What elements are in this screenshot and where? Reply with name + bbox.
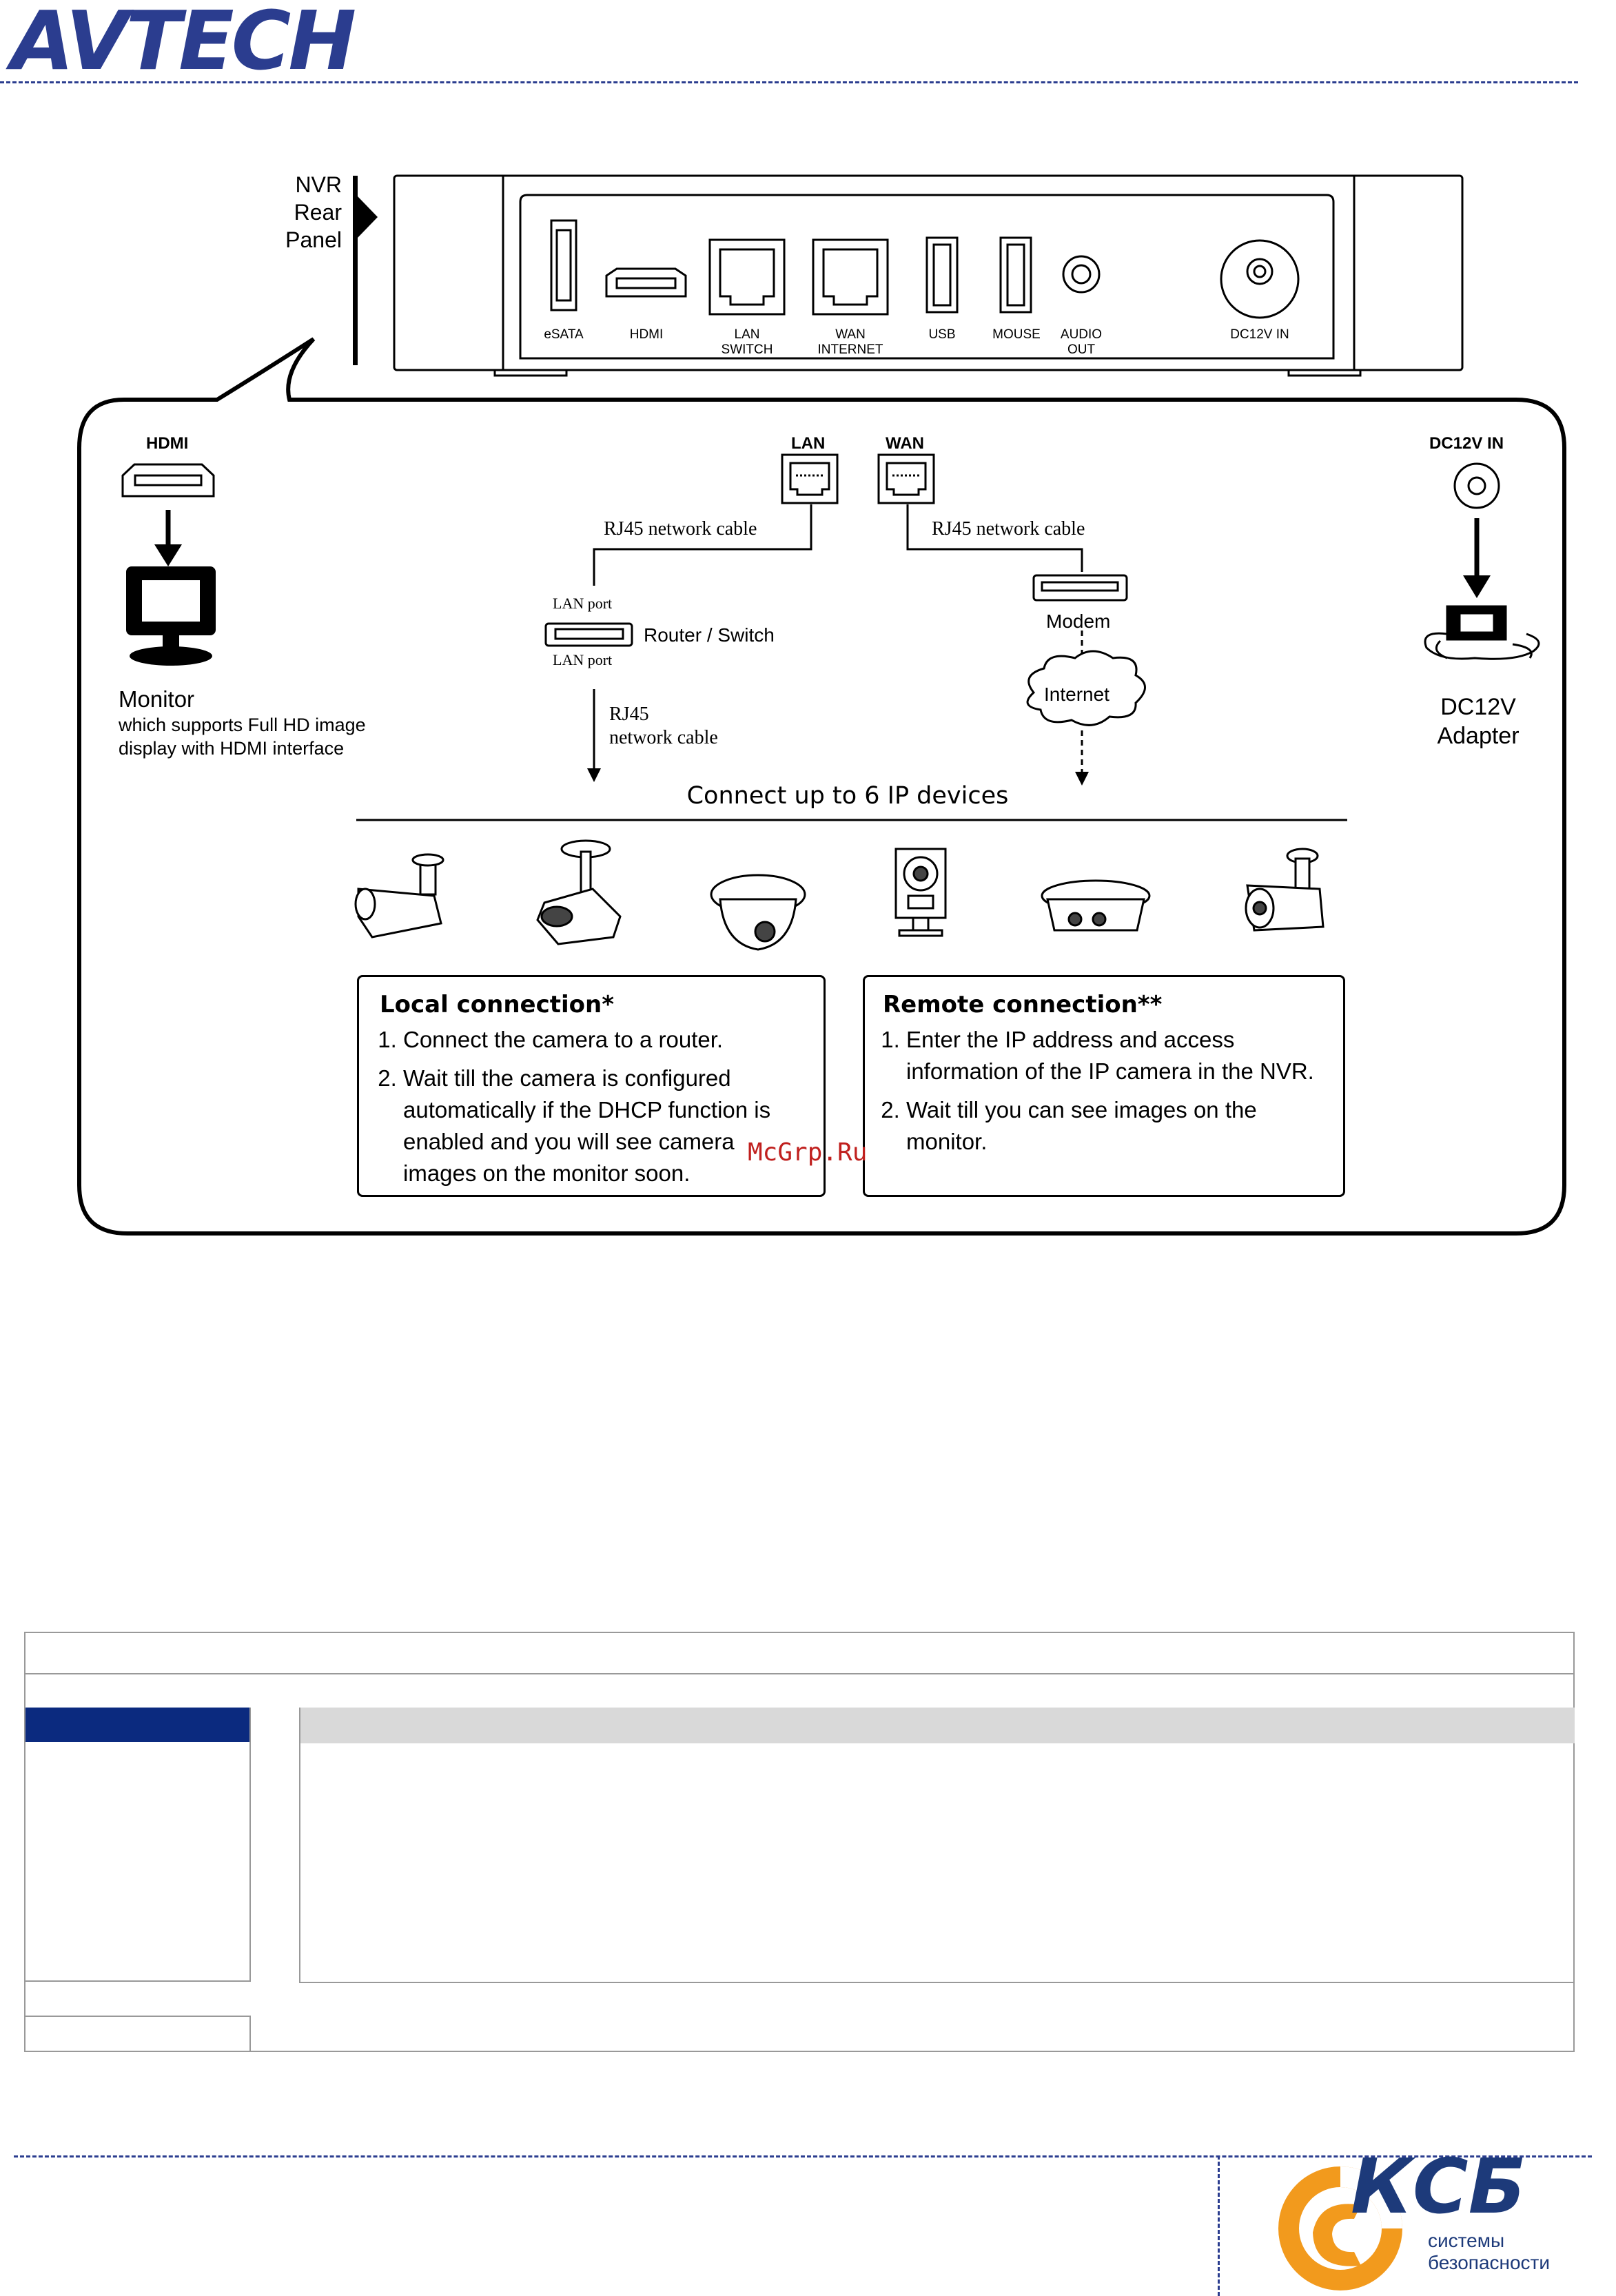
dc-jack-icon — [1453, 462, 1500, 509]
remote-connection-title: Remote connection** — [883, 991, 1163, 1018]
rj45-cable-right-label: RJ45 network cable — [932, 518, 1085, 540]
table-highlight-cell — [25, 1708, 249, 1742]
router-switch-label: Router / Switch — [644, 624, 775, 646]
lan-label: LAN — [791, 434, 826, 453]
wan-port-icon — [812, 238, 889, 316]
port-label-hdmi: HDMI — [629, 327, 664, 342]
remote-connection-steps: Enter the IP address and access informat… — [883, 1024, 1328, 1158]
remote-connection-step: Wait till you can see images on the moni… — [906, 1094, 1328, 1158]
rear-panel-caption-line: NVR — [295, 172, 342, 197]
internet-cloud-icon — [1026, 650, 1146, 726]
lan-port-top-label: LAN port — [553, 595, 613, 612]
cube-camera-icon — [894, 848, 947, 937]
local-connection-step: Connect the camera to a router. — [403, 1024, 806, 1056]
monitor-icon — [126, 566, 216, 666]
port-label-mouse: MOUSE — [992, 327, 1041, 342]
ksb-logo-text: КСБ — [1351, 2142, 1526, 2231]
local-connection-box: Local connection* Connect the camera to … — [357, 975, 826, 1197]
monitor-description: which supports Full HD image display wit… — [119, 715, 366, 759]
rear-panel-caption-line: Rear — [294, 200, 342, 225]
connect-devices-label: Connect up to 6 IP devices — [686, 782, 1009, 810]
modem-icon — [1032, 574, 1128, 602]
hdmi-label: HDMI — [146, 434, 189, 453]
wall-bullet-camera-icon — [1245, 848, 1324, 932]
rj45-down-label-line1: RJ45 — [609, 704, 649, 725]
remote-connection-box: Remote connection** Enter the IP address… — [863, 975, 1345, 1197]
table-header-band — [300, 1708, 1575, 1743]
port-label-audio-out: AUDIO OUT — [1060, 327, 1103, 357]
esata-port-icon — [550, 219, 577, 311]
footer-divider — [14, 2155, 1592, 2157]
table-footer-cell — [24, 2016, 251, 2052]
adapter-label-line2: Adapter — [1437, 723, 1520, 749]
arrow-down-icon — [1075, 772, 1089, 786]
dome-camera-icon — [710, 874, 806, 951]
arrow-down-icon — [1463, 575, 1491, 598]
connection-diagram — [77, 174, 1566, 1236]
hdmi-plug-icon — [121, 463, 215, 498]
mouse-port-icon — [999, 236, 1032, 314]
port-label-wan-internet: WAN INTERNET — [817, 327, 883, 357]
hdmi-port-icon — [605, 267, 687, 298]
local-connection-title: Local connection* — [380, 991, 614, 1018]
table-frame — [24, 1632, 1575, 2052]
watermark: McGrp.Ru — [748, 1138, 868, 1167]
rj45-cable-left-label: RJ45 network cable — [604, 518, 757, 540]
adapter-label-line1: DC12V — [1440, 694, 1516, 720]
footer-vertical-divider — [1218, 2155, 1220, 2296]
port-label-esata: eSATA — [544, 327, 584, 342]
port-label-usb: USB — [928, 327, 956, 342]
monitor-title: Monitor — [119, 686, 195, 712]
lan-cable — [593, 504, 812, 586]
ceiling-dome-camera-icon — [1041, 879, 1151, 932]
internet-label: Internet — [1044, 684, 1109, 705]
modem-label: Modem — [1046, 611, 1111, 632]
port-label-dc12v-in: DC12V IN — [1230, 327, 1289, 342]
lan-jack-icon — [781, 453, 839, 504]
ksb-tagline-1: системы — [1428, 2230, 1505, 2251]
lan-port-icon — [708, 238, 786, 316]
header-divider — [0, 81, 1578, 83]
router-switch-icon — [544, 622, 633, 647]
arrow-down-icon — [587, 768, 601, 782]
wan-cable — [906, 504, 1083, 572]
bullet-camera-icon — [354, 853, 444, 939]
port-label-lan-switch: LAN SWITCH — [721, 327, 773, 357]
lan-port-bottom-label: LAN port — [553, 651, 613, 668]
rear-panel-caption-line: Panel — [285, 227, 342, 252]
remote-connection-step: Enter the IP address and access informat… — [906, 1024, 1328, 1087]
usb-port-icon — [925, 236, 959, 314]
arrow-down-icon — [154, 544, 182, 566]
callout-bubble — [77, 337, 1566, 1236]
avtech-logo: AVTECH — [11, 0, 356, 88]
box-camera-icon — [536, 839, 622, 945]
rear-panel-pointer-bar — [353, 176, 358, 365]
audio-out-port-icon — [1062, 255, 1101, 294]
dc12v-in-label: DC12V IN — [1429, 434, 1504, 453]
table-content-area — [299, 1708, 1575, 1983]
ksb-tagline-2: безопасности — [1428, 2252, 1551, 2273]
local-connection-steps: Connect the camera to a router. Wait til… — [380, 1024, 806, 1189]
ksb-logo-mark — [1278, 2166, 1402, 2290]
rear-panel-caption: NVR Rear Panel — [269, 171, 342, 254]
rear-panel-pointer-arrow — [358, 196, 378, 238]
local-connection-step: Wait till the camera is configured autom… — [403, 1063, 806, 1189]
table-rule — [24, 1673, 1575, 1674]
rj45-down-label-line2: network cable — [609, 727, 718, 748]
wan-jack-icon — [877, 453, 935, 504]
power-adapter-icon — [1424, 605, 1540, 660]
table-left-column — [24, 1708, 251, 1982]
dc-in-port-icon — [1220, 239, 1300, 319]
wan-label: WAN — [886, 434, 924, 453]
